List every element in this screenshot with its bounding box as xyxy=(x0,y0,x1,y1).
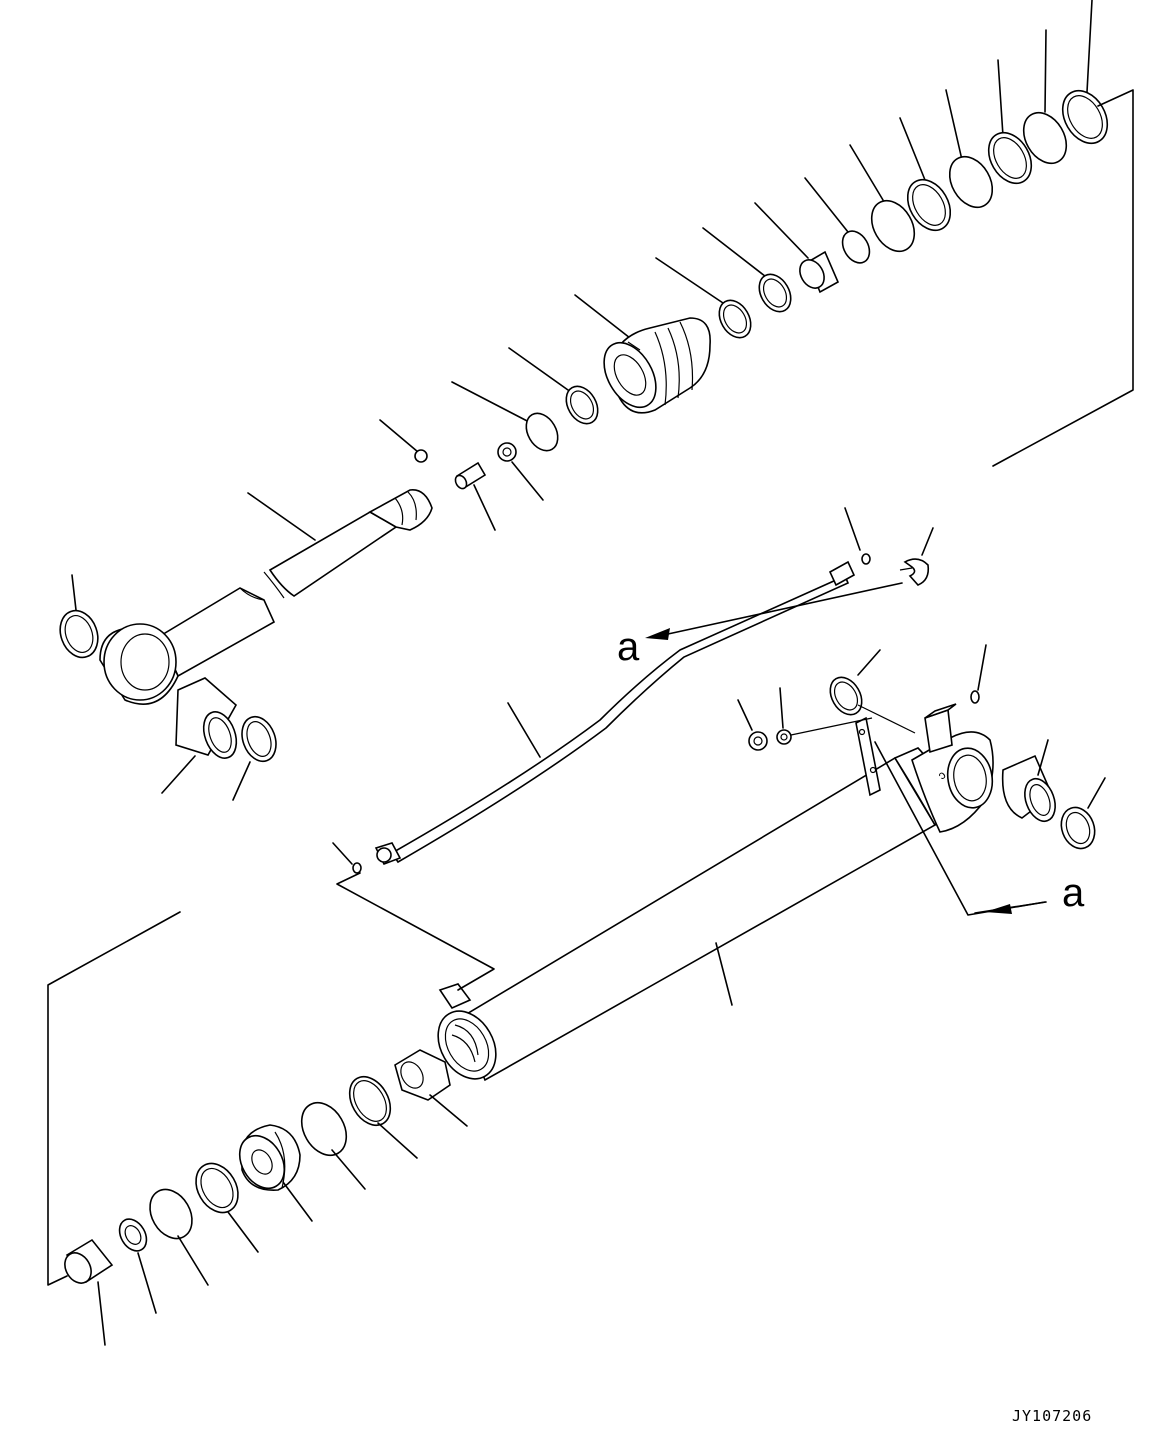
steel-ball xyxy=(414,449,428,463)
bracket-washer xyxy=(776,687,873,745)
seal-ring-2 xyxy=(987,131,1033,185)
lower-pipe-connection xyxy=(336,872,495,991)
bracket-nut xyxy=(737,699,768,751)
drawing-code: JY107206 xyxy=(1012,1407,1092,1425)
castle-nut xyxy=(497,442,517,462)
grease-fitting xyxy=(970,644,987,704)
snap-ring xyxy=(525,412,559,452)
piston-ring-3 xyxy=(195,1162,259,1253)
rod-end-bushing xyxy=(161,677,238,794)
piston-nut xyxy=(394,1049,468,1127)
upper-seal-group xyxy=(247,0,1109,541)
clevis-bushing xyxy=(1001,739,1056,823)
piston xyxy=(238,1124,313,1222)
callout-label-a-2: a xyxy=(1062,871,1085,915)
pipe-fitting-upper xyxy=(828,560,856,587)
piston-washer xyxy=(118,1218,157,1314)
rod-end-seal-ring xyxy=(59,574,99,659)
upper-bracket-line xyxy=(992,89,1134,467)
piston-collar xyxy=(64,1238,114,1346)
cylinder-head xyxy=(603,317,711,414)
callout-a-upper: a xyxy=(617,582,903,669)
wiper-ring xyxy=(565,385,599,425)
clevis-seal-ring xyxy=(829,649,916,734)
bushing-small xyxy=(799,250,840,294)
pipe-clamp xyxy=(899,527,934,586)
seal-ring-1 xyxy=(1061,89,1109,145)
backup-ring xyxy=(841,230,871,264)
bottom-clevis: ɔ xyxy=(911,703,994,833)
callout-a-lower: a xyxy=(874,741,1085,916)
seal-ring-3 xyxy=(906,178,952,232)
lower-stack xyxy=(47,911,468,1346)
callout-label-a: a xyxy=(617,625,640,669)
port-valve-block xyxy=(924,703,957,754)
o-ring-1 xyxy=(1022,111,1068,165)
rod-end-dust-seal xyxy=(232,715,277,801)
pipe-fitting-lower xyxy=(374,842,402,866)
pipe-o-ring-upper xyxy=(844,507,871,565)
piston-ring-4 xyxy=(149,1188,209,1286)
piston-ring-1 xyxy=(348,1075,418,1159)
o-ring-3 xyxy=(870,199,916,253)
cylinder-barrel xyxy=(437,747,946,1082)
dust-seal xyxy=(758,273,792,313)
clevis-dust-seal xyxy=(1060,777,1106,850)
set-screw xyxy=(454,461,487,490)
piston-rod xyxy=(99,489,433,705)
o-ring-2 xyxy=(948,155,994,209)
hose-pipe xyxy=(374,560,856,866)
piston-ring-2 xyxy=(300,1101,366,1190)
rod-packing xyxy=(718,299,752,339)
rod-eye xyxy=(99,623,179,705)
pipe-o-ring-lower xyxy=(332,842,362,874)
